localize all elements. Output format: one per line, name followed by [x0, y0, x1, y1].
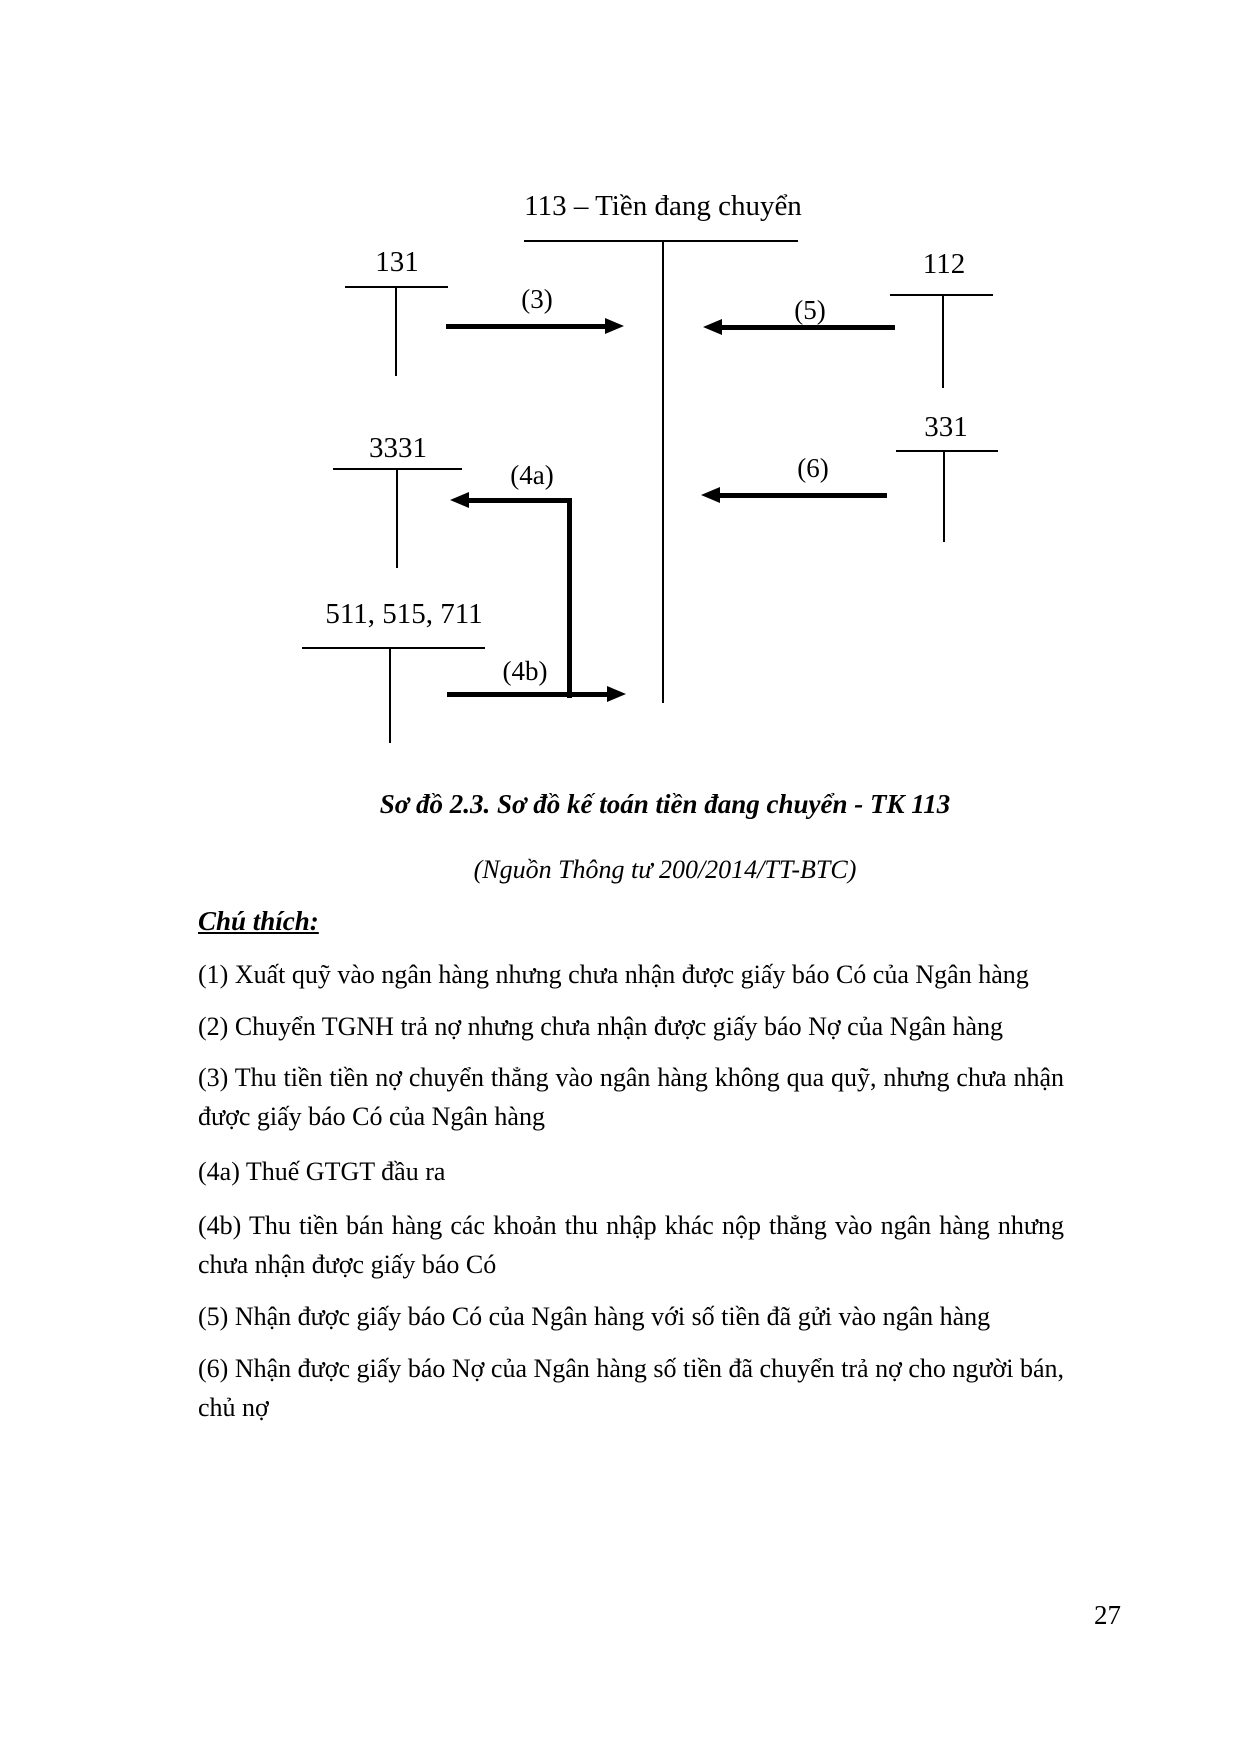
note-3: (3) Thu tiền tiền nợ chuyển thẳng vào ng… — [198, 1058, 1064, 1136]
figure-source: (Nguồn Thông tư 200/2014/TT-BTC) — [473, 855, 857, 884]
note-5-line-1: (5) Nhận được giấy báo Có của Ngân hàng … — [198, 1302, 991, 1331]
t-account-112-stem-line — [942, 294, 944, 388]
t-account-131-stem-line — [395, 286, 397, 376]
notes-heading: Chú thích: — [198, 906, 319, 936]
t-account-511-top-line — [302, 647, 485, 649]
note-2: (2) Chuyển TGNH trả nợ nhưng chưa nhận đ… — [198, 1007, 1064, 1046]
t-account-331-top-line — [896, 450, 998, 452]
t-account-112-top-line — [890, 294, 993, 296]
flow-6-arrow-shaft — [717, 493, 887, 498]
flow-4a-arrowhead-left-icon — [450, 492, 469, 508]
t-account-131-label: 131 — [375, 246, 419, 278]
note-1: (1) Xuất quỹ vào ngân hàng nhưng chưa nh… — [198, 955, 1064, 994]
t-account-511-label: 511, 515, 711 — [325, 598, 483, 630]
flow-3-arrowhead-right-icon — [605, 318, 624, 334]
note-2-line-1: (2) Chuyển TGNH trả nợ nhưng chưa nhận đ… — [198, 1012, 1004, 1041]
note-6-line-2: chủ nợ — [198, 1393, 269, 1422]
figure-caption: Sơ đồ 2.3. Sơ đồ kế toán tiền đang chuyể… — [379, 789, 951, 819]
flow-4b-arrow-shaft — [447, 692, 608, 697]
t-account-113-top-line — [524, 240, 798, 242]
flow-4a-4b-connector-line — [567, 498, 572, 698]
flow-5-label: (5) — [794, 295, 826, 325]
t-account-3331-stem-line — [396, 468, 398, 568]
note-1-line-1: (1) Xuất quỹ vào ngân hàng nhưng chưa nh… — [198, 960, 1029, 989]
note-6-line-1: (6) Nhận được giấy báo Nợ của Ngân hàng … — [198, 1354, 1064, 1383]
t-account-112-label: 112 — [922, 248, 966, 280]
t-account-331-label: 331 — [924, 411, 968, 443]
flow-6-label: (6) — [797, 453, 829, 483]
flow-3-arrow-shaft — [446, 324, 606, 329]
note-4b: (4b) Thu tiền bán hàng các khoản thu nhậ… — [198, 1206, 1064, 1284]
note-3-line-1: (3) Thu tiền tiền nợ chuyển thẳng vào ng… — [198, 1063, 1064, 1092]
note-4a-line-1: (4a) Thuế GTGT đầu ra — [198, 1157, 446, 1186]
note-3-line-2: được giấy báo Có của Ngân hàng — [198, 1102, 545, 1131]
t-account-113-stem-line — [662, 240, 664, 703]
note-4b-line-1: (4b) Thu tiền bán hàng các khoản thu nhậ… — [198, 1211, 1064, 1240]
t-account-3331-label: 3331 — [369, 432, 427, 464]
t-account-331-stem-line — [943, 450, 945, 542]
t-account-113-title: 113 – Tiền đang chuyển — [524, 190, 802, 222]
note-5: (5) Nhận được giấy báo Có của Ngân hàng … — [198, 1297, 1064, 1336]
note-6: (6) Nhận được giấy báo Nợ của Ngân hàng … — [198, 1349, 1064, 1427]
flow-4b-label: (4b) — [502, 656, 548, 686]
note-4a: (4a) Thuế GTGT đầu ra — [198, 1152, 1064, 1191]
flow-6-arrowhead-left-icon — [701, 487, 720, 503]
flow-5-arrowhead-left-icon — [703, 319, 722, 335]
flow-4a-arrow-shaft — [466, 498, 572, 503]
flow-3-label: (3) — [521, 284, 553, 314]
flow-5-arrow-shaft — [719, 325, 895, 330]
flow-4a-label: (4a) — [510, 460, 554, 490]
note-4b-line-2: chưa nhận được giấy báo Có — [198, 1250, 497, 1279]
t-account-511-stem-line — [389, 647, 391, 743]
page-number: 27 — [1094, 1600, 1121, 1630]
flow-4b-arrowhead-right-icon — [607, 686, 626, 702]
